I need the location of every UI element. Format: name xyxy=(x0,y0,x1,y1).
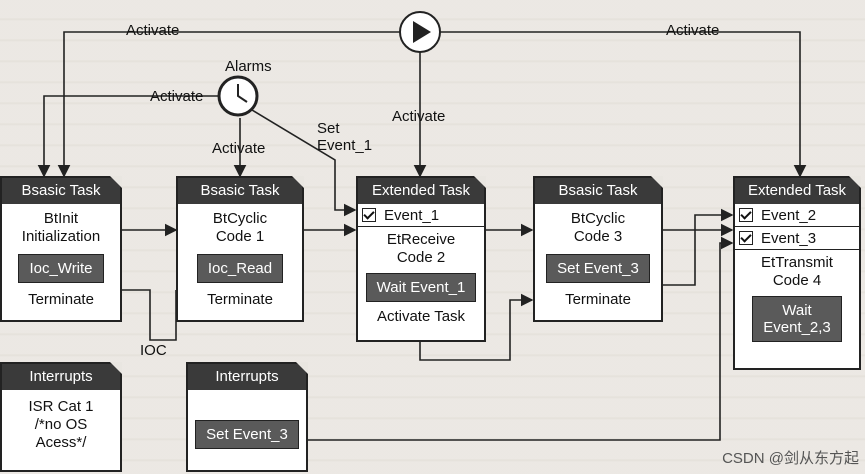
task-box-btcyclic-3: Bsasic Task BtCyclic Code 3 Set Event_3 … xyxy=(533,176,663,322)
task-header: Bsasic Task xyxy=(2,178,120,204)
set-event-chip: Set Event_3 xyxy=(195,420,299,449)
task-line: BtCyclic xyxy=(212,210,268,227)
task-line: EtReceive xyxy=(386,231,456,248)
activate-label-alarm-down: Activate xyxy=(212,140,266,157)
activate-label-right: Activate xyxy=(666,22,720,39)
task-line: BtCyclic xyxy=(570,210,626,227)
ioc-read-chip: Ioc_Read xyxy=(196,254,284,283)
task-line: EtTransmit xyxy=(761,254,833,271)
task-header: Bsasic Task xyxy=(535,178,661,204)
activate-label-play-down: Activate xyxy=(392,108,446,125)
task-line: BtInit xyxy=(43,210,79,227)
ioc-label: IOC xyxy=(140,342,167,359)
event-checkbox-row: Event_1 xyxy=(358,204,484,227)
checkbox-icon xyxy=(739,208,753,222)
ioc-write-chip: Ioc_Write xyxy=(18,254,104,283)
task-header: Extended Task xyxy=(735,178,859,204)
task-line: Code 1 xyxy=(215,228,265,245)
task-header: Extended Task xyxy=(358,178,484,204)
task-footer: Activate Task xyxy=(376,308,466,325)
set-event-chip: Set Event_3 xyxy=(546,254,650,283)
task-box-etreceive: Extended Task Event_1 EtReceive Code 2 W… xyxy=(356,176,486,342)
task-line: Code 4 xyxy=(772,272,822,289)
task-line: Initialization xyxy=(21,228,101,245)
checkbox-icon xyxy=(739,231,753,245)
interrupt-line: /*no OS xyxy=(34,416,88,433)
task-footer: Terminate xyxy=(28,291,94,308)
event-checkbox-row: Event_3 xyxy=(735,227,859,250)
interrupt-header: Interrupts xyxy=(188,364,306,390)
activate-label-alarm: Activate xyxy=(150,88,204,105)
checkbox-icon xyxy=(362,208,376,222)
wait-event-chip: Wait Event_2,3 xyxy=(752,296,842,342)
task-box-btcyclic-1: Bsasic Task BtCyclic Code 1 Ioc_Read Ter… xyxy=(176,176,304,322)
interrupt-line: ISR Cat 1 xyxy=(28,398,94,415)
alarms-label: Alarms xyxy=(225,58,272,75)
wait-event-chip: Wait Event_1 xyxy=(365,273,477,302)
task-box-ettransmit: Extended Task Event_2 Event_3 EtTransmit… xyxy=(733,176,861,370)
task-footer: Terminate xyxy=(207,291,273,308)
interrupt-line: Acess*/ xyxy=(35,434,87,451)
task-line: Code 3 xyxy=(573,228,623,245)
set-event-label: Set Event_1 xyxy=(317,120,373,154)
task-box-btinit: Bsasic Task BtInit Initialization Ioc_Wr… xyxy=(0,176,122,322)
interrupt-header: Interrupts xyxy=(2,364,120,390)
task-header: Bsasic Task xyxy=(178,178,302,204)
activate-label-left: Activate xyxy=(126,22,180,39)
watermark: CSDN @剑从东方起 xyxy=(722,450,859,467)
interrupt-box-isr: Interrupts ISR Cat 1 /*no OS Acess*/ xyxy=(0,362,122,472)
event-checkbox-row: Event_2 xyxy=(735,204,859,227)
task-footer: Terminate xyxy=(565,291,631,308)
task-line: Code 2 xyxy=(396,249,446,266)
interrupt-box-set-event: Interrupts Set Event_3 xyxy=(186,362,308,472)
